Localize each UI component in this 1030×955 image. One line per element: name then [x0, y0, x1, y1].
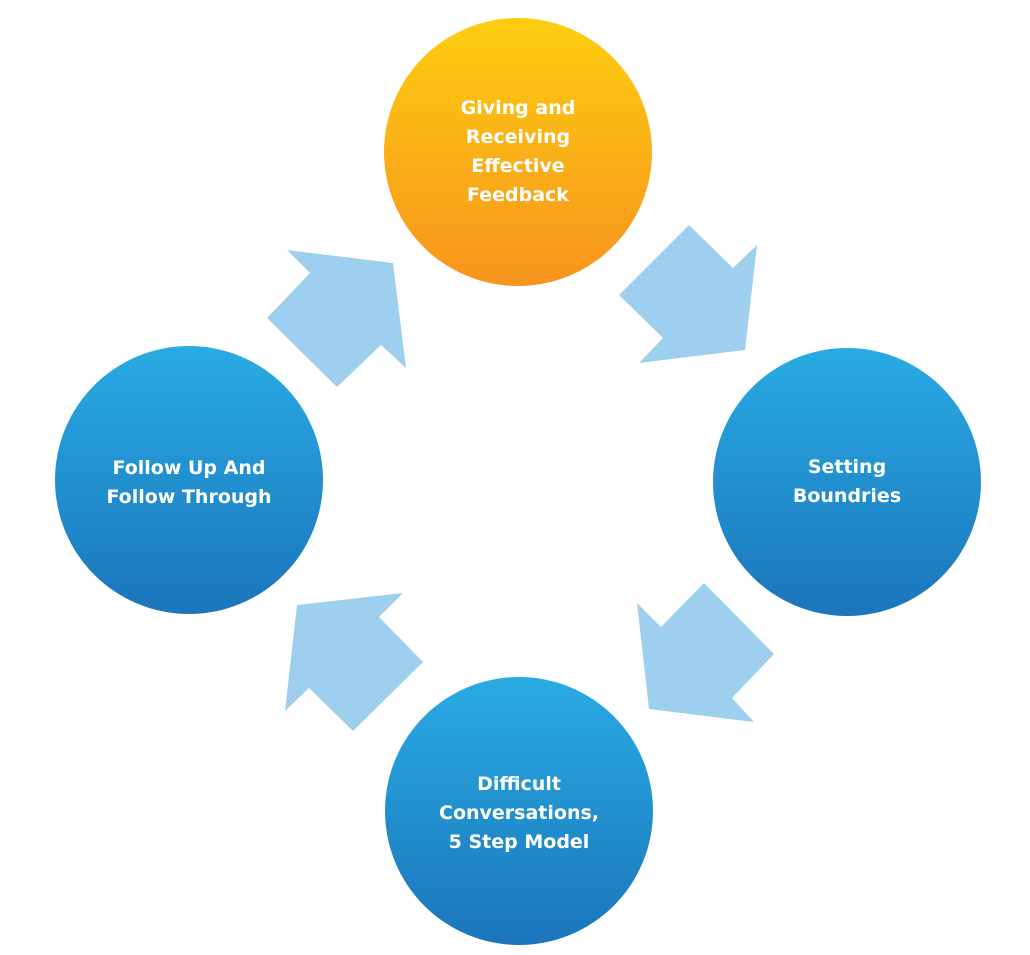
arrow-down-left-icon	[637, 583, 774, 722]
node-follow	[55, 346, 323, 614]
node-difficult	[385, 677, 653, 945]
arrow-up-left-icon	[285, 593, 423, 731]
arrow-up-right-icon	[267, 250, 406, 387]
node-feedback	[384, 18, 652, 286]
node-boundaries	[713, 348, 981, 616]
arrow-down-right-icon	[619, 225, 757, 363]
